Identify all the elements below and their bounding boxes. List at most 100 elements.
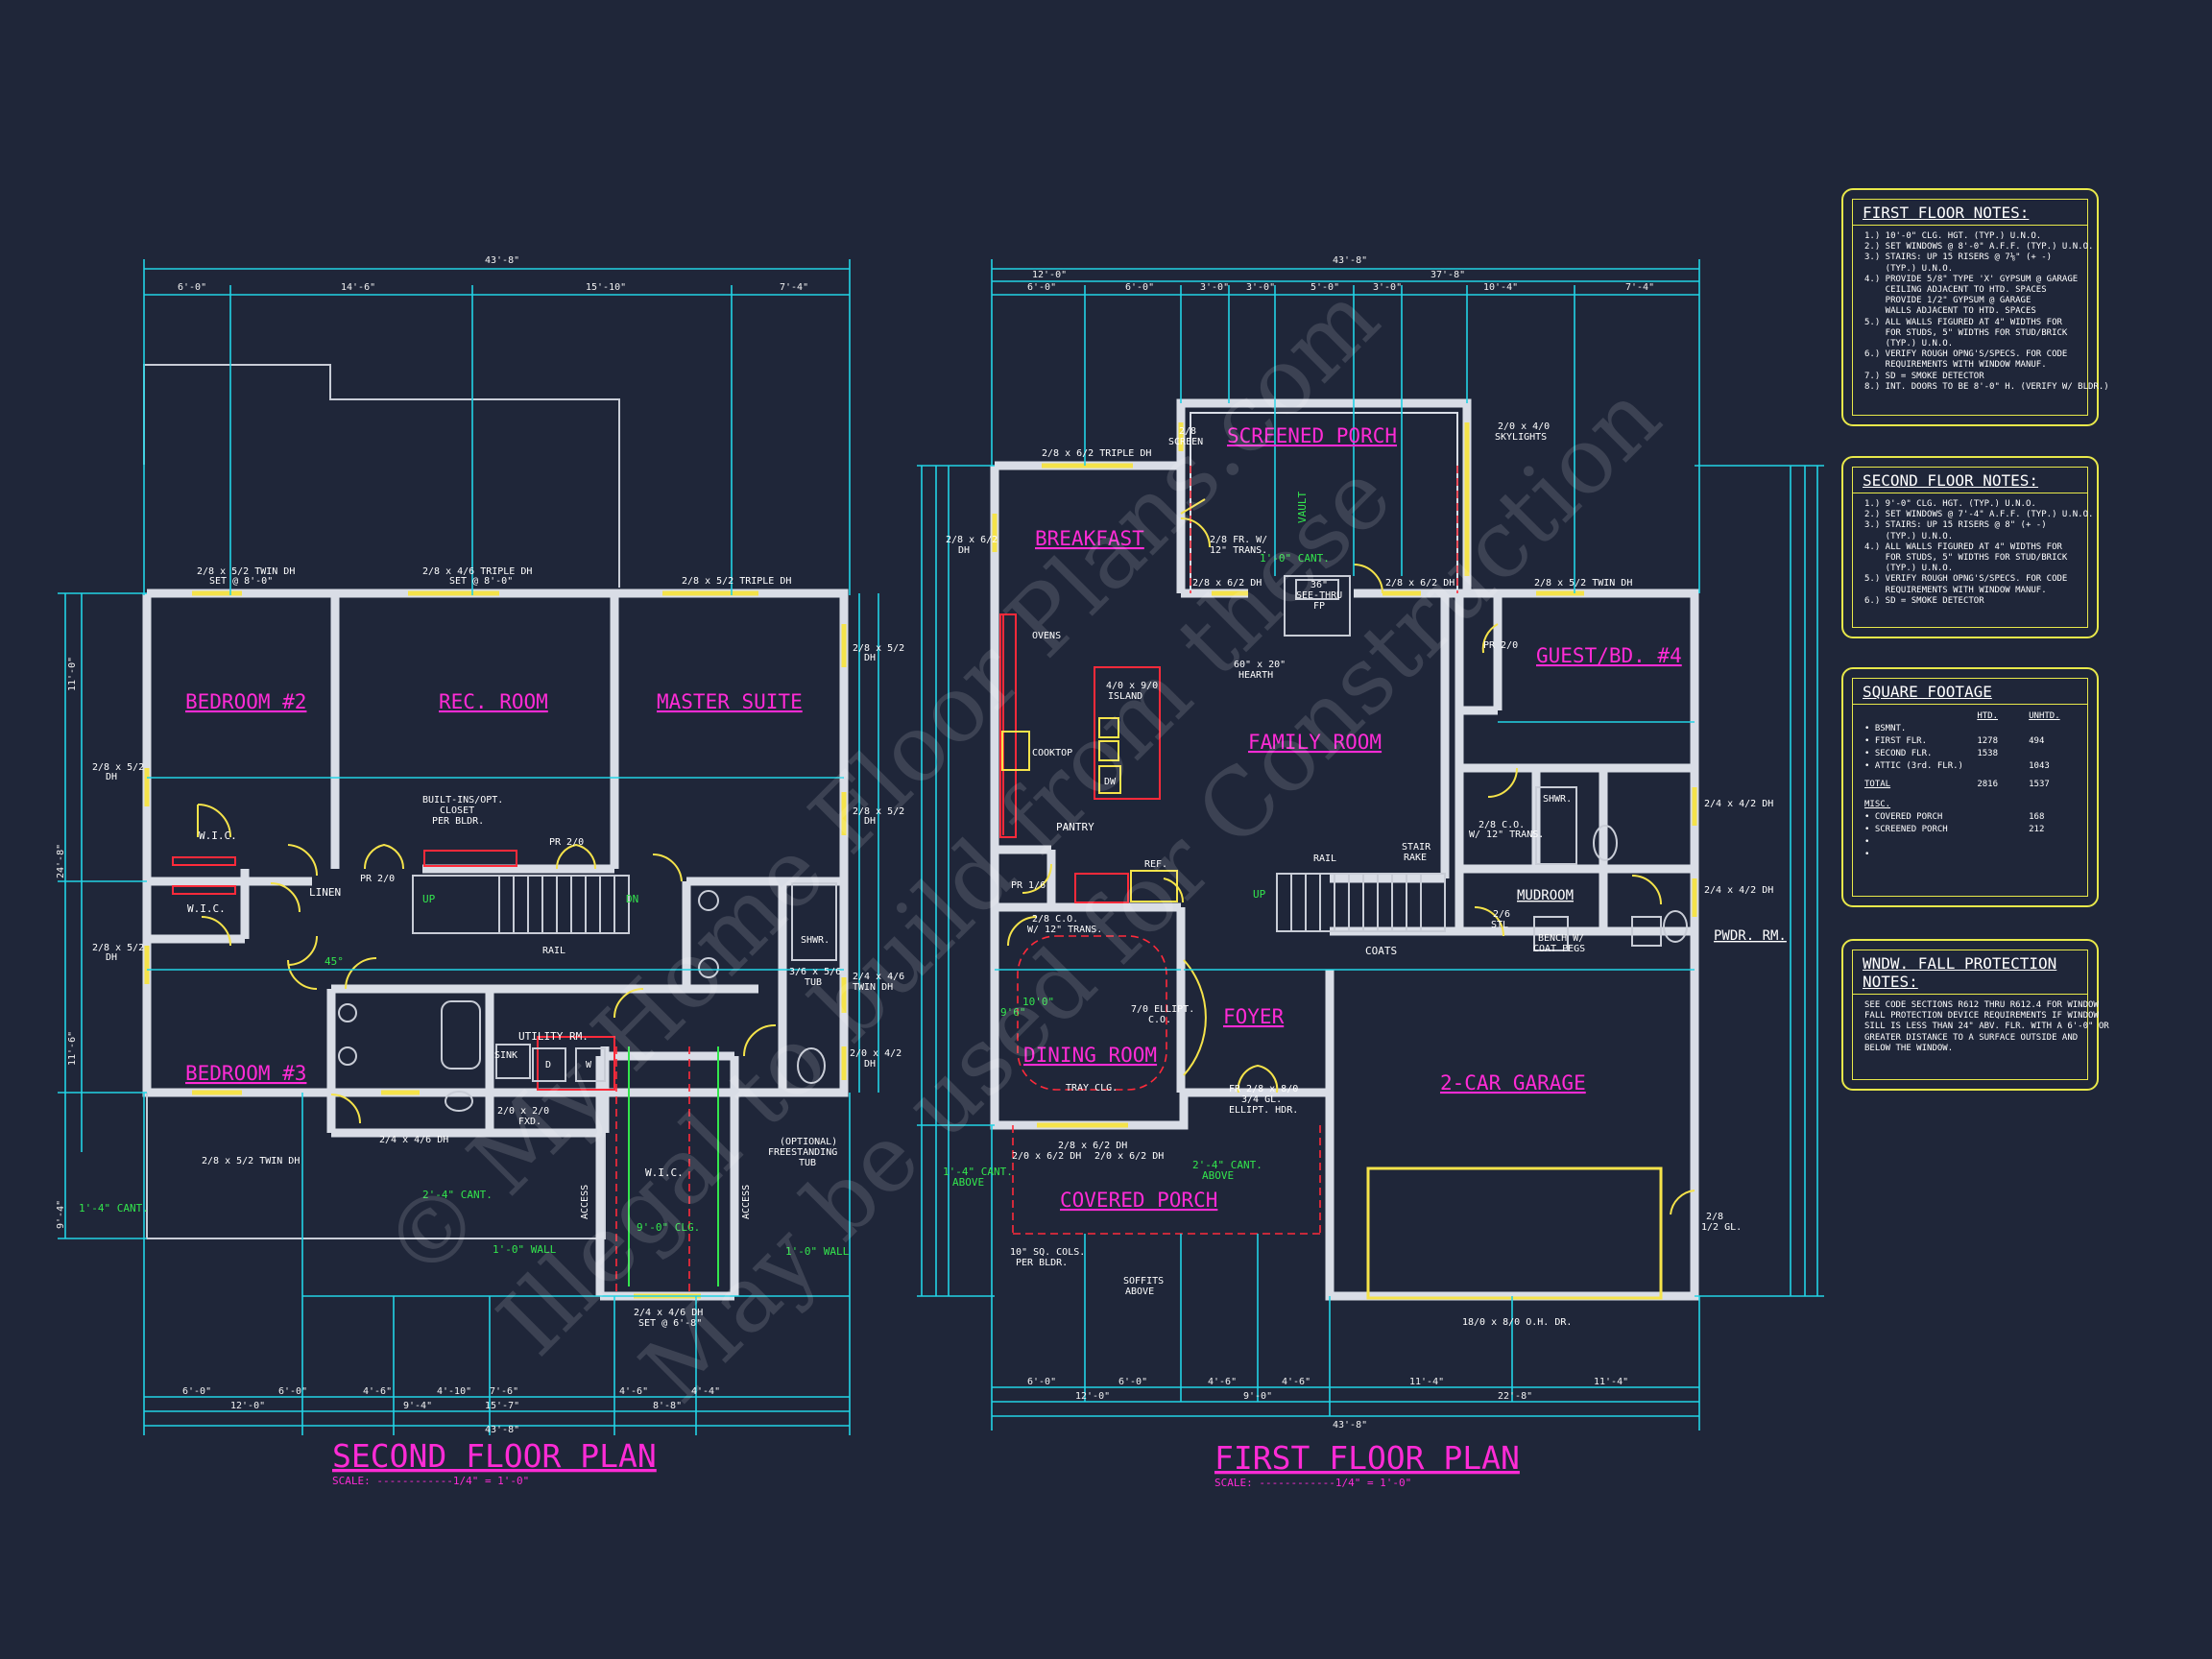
room-breakfast: BREAKFAST [1035, 527, 1144, 550]
dim: 11'-6" [67, 1031, 78, 1066]
notes-title: WNDW. FALL PROTECTION NOTES: [1853, 950, 2087, 995]
sqft-row: • BSMNT. [1864, 723, 2076, 735]
note-line: (TYP.) U.N.O. [1864, 263, 1954, 274]
closet-note: PER BLDR. [432, 816, 484, 827]
room-powder-room: PWDR. RM. [1714, 928, 1787, 944]
note-line: (TYP.) U.N.O. [1864, 531, 1954, 541]
dim-overall: 43'-8" [485, 1425, 519, 1435]
tub-note: FREESTANDING [768, 1147, 837, 1158]
sqft-total-label: TOTAL [1864, 780, 1891, 789]
note-line: 4.) PROVIDE 5/8" TYPE 'X' GYPSUM @ GARAG… [1864, 274, 2079, 284]
dim: 14'-6" [341, 282, 375, 293]
notes-title: SECOND FLOOR NOTES: [1853, 468, 2087, 493]
soffit-label: SOFFITS [1123, 1276, 1164, 1286]
first-floor-title: FIRST FLOOR PLAN [1214, 1439, 1520, 1477]
dim: 22'-8" [1498, 1391, 1532, 1402]
dim: 4'-6" [619, 1386, 648, 1397]
window-label: 2/8 x 5/2 TWIN DH [197, 566, 295, 577]
linen-label: LINEN [309, 886, 341, 899]
washer-label: W [586, 1060, 592, 1070]
stair-rake-label: STAIR [1402, 842, 1431, 853]
dim: 6'-0" [1125, 282, 1154, 293]
dishwasher-label: DW [1104, 777, 1117, 787]
first-floor-plan: 43'-8" 12'-0" 37'-8" 6'-0" 6'-0" 3'-0" 3… [917, 255, 1824, 1489]
second-floor-title: SECOND FLOOR PLAN [332, 1437, 657, 1475]
window-fall-protection-notes: WNDW. FALL PROTECTION NOTES: SEE CODE SE… [1841, 939, 2109, 1091]
window-label: 2/8 x 4/6 TRIPLE DH [422, 566, 532, 577]
cant-label: 1'-4" CANT. [943, 1166, 1013, 1178]
note-line: 6.) VERIFY ROUGH OPNG'S/SPECS. FOR CODE [1864, 349, 2068, 360]
closet-note: CLOSET [440, 805, 474, 816]
ceiling-label: 10'0" [1022, 996, 1054, 1008]
closet-note: BUILT-INS/OPT. [422, 795, 503, 805]
second-floor-plan: 43'-8" 6'-0" 14'-6" 15'-10" 7'-4" 6'-0" … [56, 255, 904, 1487]
note-line: FALL PROTECTION DEVICE REQUIREMENTS IF W… [1864, 1011, 2099, 1022]
door-label: ELLIPT. HDR. [1229, 1105, 1298, 1116]
window-label: 2/8 x 5/2 TWIN DH [202, 1156, 300, 1166]
window-label: 2/8 x 6/2 DH [1058, 1141, 1127, 1151]
note-line: 3.) STAIRS: UP 15 RISERS @ 7⅛" (+ -) [1864, 252, 2053, 263]
window-label: 2/8 x 5/2 [853, 643, 904, 654]
sqft-total-htd: 2816 [1977, 780, 1999, 789]
door-label: W/ 12" TRANS. [1469, 830, 1544, 840]
skylight-label: SKYLIGHTS [1495, 432, 1547, 443]
dim: 9'-4" [403, 1401, 432, 1411]
stair-up-label: UP [422, 893, 436, 905]
sqft-cell: 1043 [2029, 761, 2050, 771]
room-bedroom-2: BEDROOM #2 [185, 690, 306, 713]
dim: 3'-0" [1200, 282, 1229, 293]
second-floor-notes: SECOND FLOOR NOTES: 1.) 9'-0" CLG. HGT. … [1841, 456, 2099, 638]
note-line: 3.) STAIRS: UP 15 RISERS @ 8" (+ -) [1864, 520, 2047, 531]
shower-label: SHWR. [801, 935, 830, 946]
soffit-label: ABOVE [1125, 1286, 1154, 1297]
note-line: (TYP.) U.N.O. [1864, 339, 1954, 349]
window-label: SET @ 8'-0" [449, 576, 513, 587]
note-line: PROVIDE 1/2" GYPSUM @ GARAGE [1864, 296, 2032, 306]
door-label: 2/6 [1493, 909, 1510, 920]
dim: 8'-8" [653, 1401, 682, 1411]
room-covered-porch: COVERED PORCH [1060, 1189, 1217, 1212]
window-label: 2/0 x 6/2 DH [1012, 1151, 1081, 1162]
sqft-cell [2029, 748, 2076, 760]
wall-label: 1'-0" WALL [785, 1245, 850, 1258]
window-label: TWIN DH [853, 982, 893, 993]
access-label: ACCESS [580, 1185, 590, 1219]
dim: 4'-6" [1208, 1377, 1237, 1387]
sqft-cell: • FIRST FLR. [1864, 736, 1928, 746]
dim-overall: 43'-8" [1333, 255, 1367, 266]
sqft-cell: • [1864, 850, 1870, 859]
dim: 15'-7" [485, 1401, 519, 1411]
sqft-misc-row: • [1864, 836, 2076, 849]
window-label: DH [864, 1059, 876, 1070]
dim: 6'-0" [278, 1386, 307, 1397]
dim: 9'-4" [56, 1200, 66, 1229]
dim: 11'-0" [67, 657, 78, 691]
fireplace-label: SEE-THRU [1296, 590, 1342, 601]
island-label: ISLAND [1108, 691, 1142, 702]
window-label: DH [958, 545, 970, 556]
door-label: 2/8 [1706, 1212, 1723, 1222]
stair-up-label: UP [1253, 888, 1266, 901]
room-mudroom: MUDROOM [1517, 888, 1574, 903]
room-foyer: FOYER [1223, 1005, 1285, 1028]
columns-label: PER BLDR. [1016, 1258, 1068, 1268]
door-label: 1/2 GL. [1701, 1222, 1742, 1233]
ceiling-label: 9'6" [1000, 1006, 1026, 1019]
window-label: DH [864, 653, 876, 663]
sqft-cell: 1538 [1977, 749, 1999, 758]
sqft-cell: 494 [2029, 736, 2045, 746]
window-label: 2/8 x 6/2 [946, 535, 998, 545]
bench-label: BENCH W/ [1538, 933, 1584, 944]
door-label: 2/8 FR. W/ [1210, 535, 1267, 545]
note-line: CEILING ADJACENT TO HTD. SPACES [1864, 285, 2047, 296]
door-label: 2/8 [1179, 426, 1196, 437]
dim: 7'-6" [490, 1386, 518, 1397]
tub-label: 3/6 x 5/6 [789, 967, 841, 977]
cant-label: 2'-4" CANT. [1192, 1159, 1262, 1171]
window-label: 2/8 x 5/2 TWIN DH [1534, 578, 1632, 589]
note-line: 8.) INT. DOORS TO BE 8'-0" H. (VERIFY W/… [1864, 381, 2109, 392]
first-floor-scale: SCALE: ------------1/4" = 1'-0" [1214, 1477, 1411, 1489]
note-line: REQUIREMENTS WITH WINDOW MANUF. [1864, 360, 2047, 371]
garage-door-label: 18/0 x 8/0 O.H. DR. [1462, 1317, 1572, 1328]
note-line: FOR STUDS, 5" WIDTHS FOR STUD/BRICK [1864, 327, 2068, 338]
